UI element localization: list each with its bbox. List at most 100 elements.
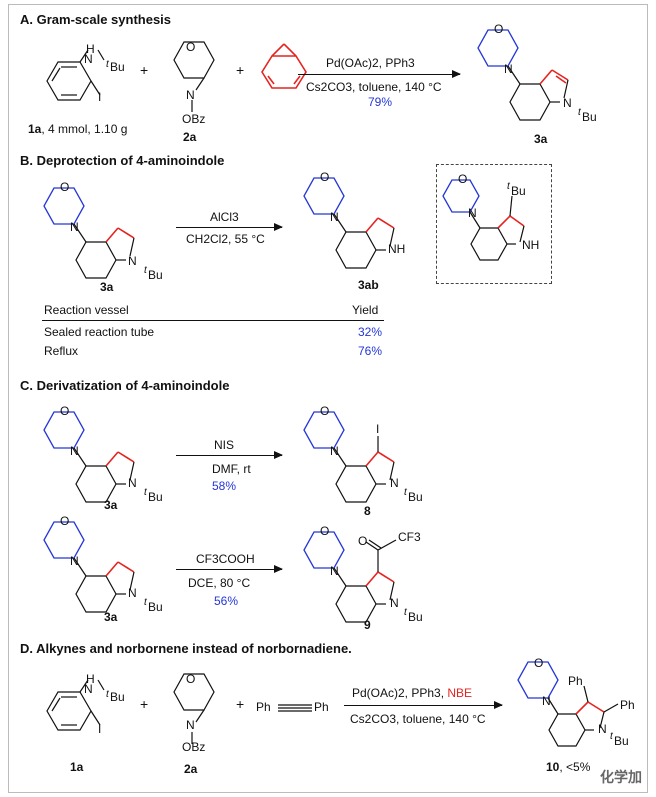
table-header-yield: Yield — [352, 303, 379, 317]
alkyne-ph-left: Ph — [256, 700, 271, 714]
table-row-2-yield: 76% — [358, 344, 383, 358]
c1-left-bu: Bu — [148, 490, 163, 504]
alkyne-triple-bond — [278, 704, 312, 712]
9-n: N — [330, 564, 339, 578]
2a-d-o: O — [186, 672, 196, 686]
c2-cond-mid: DCE, 80 °C — [188, 576, 251, 590]
1a-d-bu: Bu — [110, 690, 125, 704]
10-n: N — [542, 694, 551, 708]
10-n2: N — [598, 722, 607, 736]
label-2a-d: 2a — [184, 762, 198, 776]
9-bu: Bu — [408, 610, 423, 624]
3ab-n: N — [330, 210, 339, 224]
8-n: N — [330, 444, 339, 458]
label-8: 8 — [364, 504, 371, 518]
structure-3a-b — [43, 187, 135, 279]
1a-d-i: I — [98, 722, 102, 736]
plus-a2: + — [236, 62, 245, 78]
3ab-nh: NH — [388, 242, 406, 256]
9-n2: N — [390, 596, 399, 610]
structure-3a-c1 — [43, 411, 135, 503]
2a-d-obz: OBz — [182, 740, 206, 754]
c2-left-n: N — [70, 554, 79, 568]
b-cond-mid: CH2Cl2, 55 °C — [186, 232, 265, 246]
8-t: t — [404, 487, 407, 498]
structure-3ab — [303, 177, 395, 269]
c2-cond-top: CF3COOH — [196, 552, 255, 566]
8-i: I — [376, 422, 380, 436]
scheme-frame — [8, 4, 648, 793]
label-c1-left: 3a — [104, 498, 118, 512]
1a-d-t: t — [106, 689, 109, 700]
a-cond-mid: Cs2CO3, toluene, 140 °C — [306, 80, 442, 94]
table-header-vessel: Reaction vessel — [44, 303, 129, 317]
watermark: 化学加 — [600, 769, 642, 785]
plus-a1: + — [140, 62, 149, 78]
arrow-a — [298, 70, 461, 78]
table-rule — [42, 320, 384, 321]
c1-yield: 58% — [212, 479, 237, 493]
table-row-2-vessel: Reflux — [44, 344, 79, 358]
c1-left-o: O — [60, 404, 70, 418]
10-t: t — [610, 731, 613, 742]
1a-h: H — [86, 42, 95, 56]
c1-cond-mid: DMF, rt — [212, 462, 251, 476]
c1-cond-top: NIS — [214, 438, 235, 452]
arrow-b — [176, 223, 283, 231]
plus-d2: + — [236, 696, 245, 712]
3a-b-n: N — [70, 220, 79, 234]
c1-left-t: t — [144, 487, 147, 498]
3a-b-t: t — [144, 265, 147, 276]
structure-9 — [303, 531, 397, 623]
label-10: 10, <5% — [546, 760, 591, 774]
c1-left-n2: N — [128, 476, 137, 490]
plus-d1: + — [140, 696, 149, 712]
box-nh: NH — [522, 238, 540, 252]
c2-yield: 56% — [214, 594, 239, 608]
3a-b-bu: Bu — [148, 268, 163, 282]
1a-d-n: N — [84, 682, 93, 696]
label-2a: 2a — [183, 130, 197, 144]
2a-obz: OBz — [182, 112, 206, 126]
arrow-c2 — [176, 565, 283, 573]
1a-bu: Bu — [110, 60, 125, 74]
c2-left-n2: N — [128, 586, 137, 600]
3a-t: t — [578, 107, 581, 118]
b-cond-top: AlCl3 — [210, 210, 239, 224]
arrow-c1 — [176, 451, 283, 459]
8-bu: Bu — [408, 490, 423, 504]
table-row-1-vessel: Sealed reaction tube — [44, 325, 155, 339]
c1-left-n: N — [70, 444, 79, 458]
structure-3a-c2 — [43, 521, 135, 613]
9-o-carbonyl: O — [358, 534, 368, 548]
table-row-1-yield: 32% — [358, 325, 383, 339]
label-9: 9 — [364, 618, 371, 632]
3a-b-n2: N — [128, 254, 137, 268]
label-1a: 1a, 4 mmol, 1.10 g — [28, 122, 128, 136]
3a-b-o: O — [60, 180, 70, 194]
label-3ab: 3ab — [358, 278, 379, 292]
9-o-morph: O — [320, 524, 330, 538]
d-cond-top: Pd(OAc)2, PPh3, NBE — [352, 686, 473, 700]
section-d-title: D. Alkynes and norbornene instead of nor… — [20, 641, 352, 656]
structure-10 — [517, 661, 619, 747]
structure-2a — [173, 41, 215, 112]
c2-left-t: t — [144, 597, 147, 608]
box-n: N — [468, 206, 477, 220]
3a-n-morph: N — [504, 62, 513, 76]
a-yield: 79% — [368, 95, 393, 109]
3a-o: O — [494, 22, 504, 36]
structure-1a — [46, 49, 105, 101]
c2-left-bu: Bu — [148, 600, 163, 614]
10-o: O — [534, 656, 544, 670]
1a-n: N — [84, 52, 93, 66]
10-bu: Bu — [614, 734, 629, 748]
structure-1a-d — [46, 679, 105, 731]
section-c-title: C. Derivatization of 4-aminoindole — [20, 378, 230, 393]
3a-n-indole: N — [563, 96, 572, 110]
c2-left-o: O — [60, 514, 70, 528]
label-3a-b: 3a — [100, 280, 114, 294]
structure-3a-product-a — [477, 29, 569, 121]
label-c2-left: 3a — [104, 610, 118, 624]
alkyne-ph-right: Ph — [314, 700, 329, 714]
